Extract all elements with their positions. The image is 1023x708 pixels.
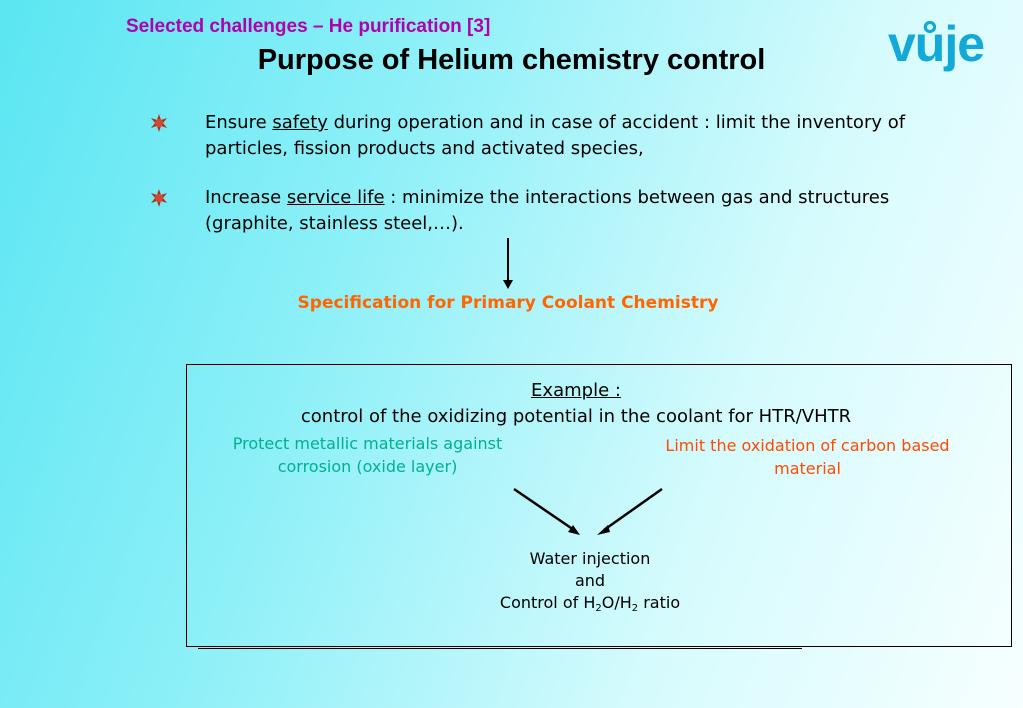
result-line-1: Water injection xyxy=(529,549,651,568)
converging-arrows-icon xyxy=(513,487,663,535)
example-heading-block: Example : control of the oxidizing poten… xyxy=(186,378,966,430)
result-text: Water injection and Control of H2O/H2 ra… xyxy=(440,548,740,620)
result-line-3: Control of H2O/H2 ratio xyxy=(499,593,681,614)
starburst-bullet-icon xyxy=(151,189,167,207)
bullet-service-life: Increase service life : minimize the int… xyxy=(150,185,980,237)
box-underline xyxy=(198,648,802,649)
slide-title: Purpose of Helium chemistry control xyxy=(257,44,766,76)
example-box xyxy=(186,364,1012,647)
bullet-safety-pre: Ensure xyxy=(205,112,273,133)
bullet-service-pre: Increase xyxy=(205,187,287,208)
left-goal-text: Protect metallic materials against corro… xyxy=(232,434,503,476)
bullet-safety-keyword: safety xyxy=(272,112,328,133)
bullet-safety: Ensure safety during operation and in ca… xyxy=(150,110,980,162)
section-title: Selected challenges – He purification [3… xyxy=(126,16,491,37)
example-heading: Example : xyxy=(531,380,621,401)
bullet-safety-post: during operation and in case of accident… xyxy=(205,112,906,159)
starburst-bullet-icon xyxy=(151,114,167,132)
specification-heading: Specification for Primary Coolant Chemis… xyxy=(297,293,719,313)
vuje-logo: vůje xyxy=(888,16,985,72)
result-line-2: and xyxy=(574,571,606,590)
example-subheading: control of the oxidizing potential in th… xyxy=(300,406,852,427)
bullet-service-keyword: service life xyxy=(286,187,385,208)
bullet-service-post: : minimize the interactions between gas … xyxy=(205,187,890,234)
down-arrow-icon xyxy=(503,238,513,289)
right-goal-text: Limit the oxidation of carbon based mate… xyxy=(665,436,950,478)
